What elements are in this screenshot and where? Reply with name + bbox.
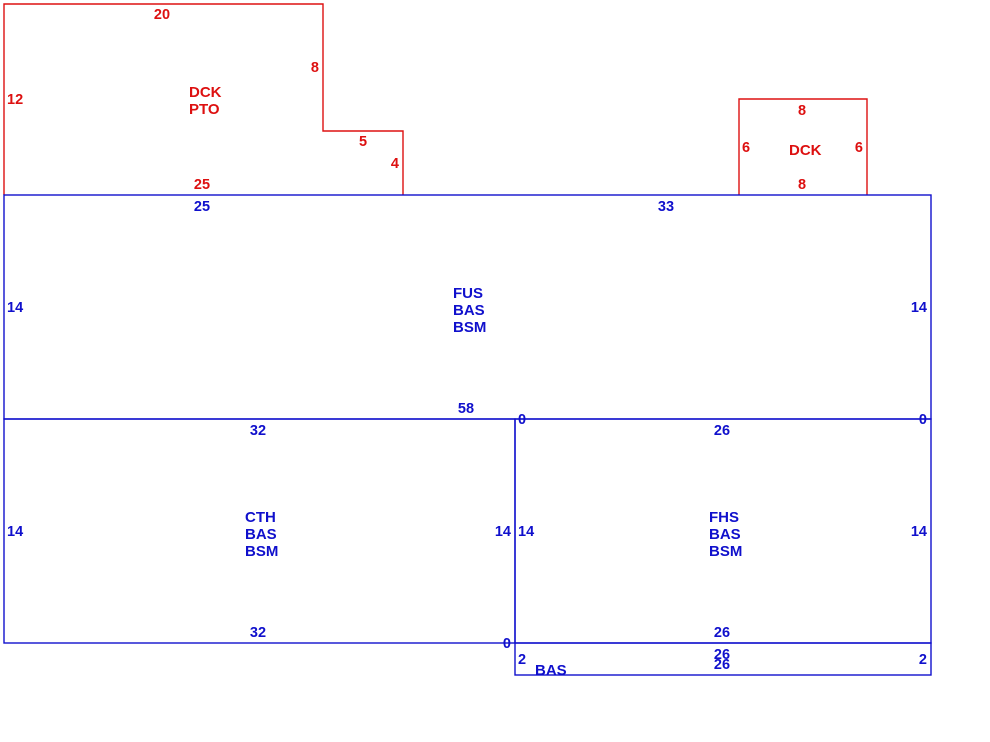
dimension-label: 26 <box>714 657 730 673</box>
dimension-label: 14 <box>7 300 23 316</box>
dimension-label: 32 <box>250 625 266 641</box>
dimension-label: 8 <box>311 60 319 76</box>
area-code-label: BSM <box>245 543 278 560</box>
dimension-label: 14 <box>911 524 927 540</box>
dimension-label: 14 <box>7 524 23 540</box>
dimension-label: 8 <box>798 177 806 193</box>
dimension-label: 26 <box>714 647 730 663</box>
area-code-label: BSM <box>709 543 742 560</box>
dimension-label: 58 <box>458 401 474 417</box>
dimension-label: 6 <box>855 140 863 156</box>
bottom-strip-outline <box>514 642 932 676</box>
area-code-label: FUS <box>453 285 483 302</box>
upper-deck-outline <box>3 3 404 195</box>
dimension-label: 2 <box>518 652 526 668</box>
dimension-label: 32 <box>250 423 266 439</box>
dimension-label: 4 <box>391 156 399 172</box>
dimension-label: 5 <box>359 134 367 150</box>
area-code-label: BAS <box>245 526 277 543</box>
dimension-label: 20 <box>154 7 170 23</box>
dimension-label: 12 <box>7 92 23 108</box>
dimension-label: 26 <box>714 625 730 641</box>
dimension-label: 25 <box>194 177 210 193</box>
area-code-label: BAS <box>535 662 567 679</box>
dimension-label: 26 <box>714 423 730 439</box>
dimension-label: 0 <box>503 636 511 652</box>
area-code-label: BAS <box>453 302 485 319</box>
small-deck-outline <box>738 98 868 195</box>
area-code-label: BSM <box>453 319 486 336</box>
dimension-label: 8 <box>798 103 806 119</box>
area-code-label: BAS <box>709 526 741 543</box>
dimension-label: 2 <box>919 652 927 668</box>
area-code-label: CTH <box>245 509 276 526</box>
dimension-label: 14 <box>911 300 927 316</box>
dimension-label: 14 <box>495 524 511 540</box>
dimension-label: 0 <box>518 412 526 428</box>
dimension-label: 14 <box>518 524 534 540</box>
area-code-label: PTO <box>189 101 220 118</box>
area-code-label: DCK <box>189 84 222 101</box>
dimension-label: 0 <box>919 412 927 428</box>
dimension-label: 25 <box>194 199 210 215</box>
dimension-label: 6 <box>742 140 750 156</box>
dimension-label: 33 <box>658 199 674 215</box>
area-code-label: FHS <box>709 509 739 526</box>
area-code-label: DCK <box>789 142 822 159</box>
